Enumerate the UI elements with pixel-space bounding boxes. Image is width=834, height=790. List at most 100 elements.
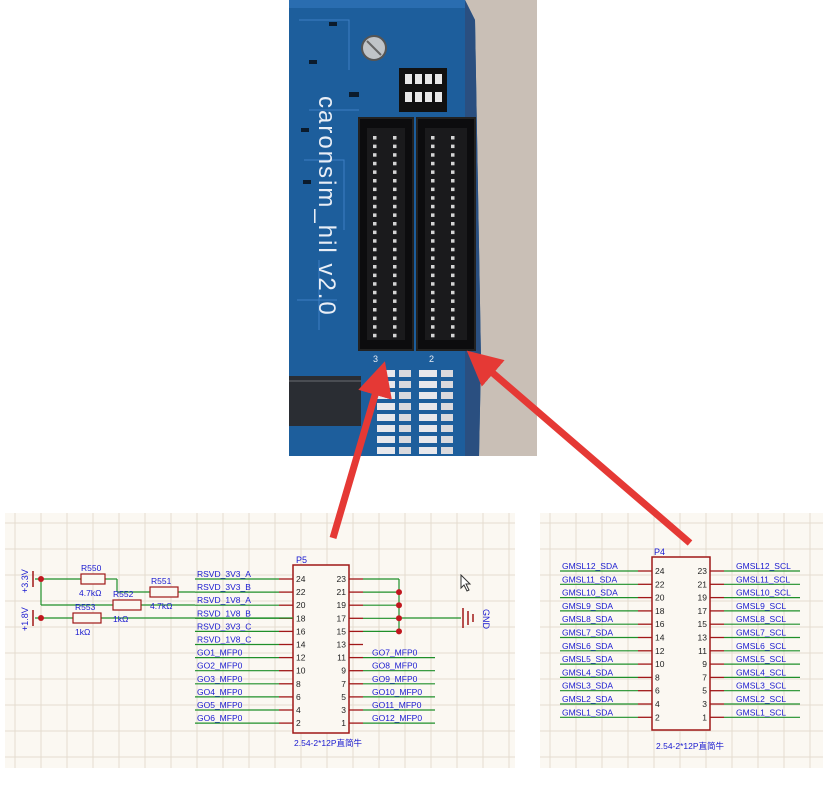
net-label-left: GMSL6_SDA — [562, 641, 613, 651]
header-pin — [373, 204, 377, 209]
header-pin — [393, 230, 397, 235]
header-pin — [373, 247, 377, 252]
header-pin — [373, 179, 377, 183]
pin-number-right: 3 — [341, 705, 346, 715]
header-pin — [373, 230, 377, 235]
r551-value: 4.7kΩ — [150, 601, 172, 611]
header-pin — [451, 239, 455, 243]
pcb-photo: caronsim_hil v2.0 3 2 — [289, 0, 537, 456]
p4-connector-body — [651, 556, 711, 731]
resistor-r553 — [72, 612, 102, 624]
smd-resistor — [441, 392, 453, 399]
header-pin — [373, 170, 377, 174]
net-label-left: GMSL10_SDA — [562, 588, 618, 598]
header-pin — [451, 256, 455, 260]
smd-resistor — [399, 414, 411, 421]
net-label-left: RSVD_1V8_A — [197, 595, 251, 605]
smd-led — [377, 370, 395, 377]
net-label-left: GMSL9_SDA — [562, 601, 613, 611]
connector-label-2: 2 — [429, 354, 434, 364]
header-pin — [431, 144, 435, 149]
header-pin — [451, 247, 455, 252]
pin-number-right: 9 — [702, 659, 707, 669]
header-pin — [431, 325, 435, 329]
gnd-symbol — [462, 608, 474, 628]
r552-value: 1kΩ — [113, 614, 128, 624]
header-pin — [373, 325, 377, 329]
header-pin — [431, 196, 435, 200]
header-pin — [451, 265, 455, 269]
pin-number-right: 23 — [698, 566, 708, 576]
header-pin — [393, 282, 397, 286]
ic-chip — [289, 376, 361, 426]
header-pin — [373, 299, 377, 303]
pin-number-right: 19 — [698, 593, 708, 603]
header-pin — [451, 204, 455, 209]
junction-dot — [396, 615, 402, 622]
net-label-right: GO7_MFP0 — [372, 648, 418, 658]
smd-resistor — [399, 370, 411, 377]
header-pin — [393, 256, 397, 260]
pin-number-right: 3 — [702, 699, 707, 709]
pin-number-right: 21 — [337, 587, 347, 597]
p4-ref: P4 — [654, 547, 665, 557]
smd-resistor — [399, 447, 411, 454]
header-pin — [393, 325, 397, 329]
header-pin — [451, 161, 455, 166]
net-label-left: GO3_MFP0 — [197, 674, 243, 684]
net-label-left: GMSL4_SDA — [562, 667, 613, 677]
desk-surface — [465, 0, 537, 456]
header-pin — [393, 299, 397, 303]
resistor-r550 — [80, 573, 106, 585]
pin-number-right: 11 — [698, 646, 707, 656]
net-label-left: GO4_MFP0 — [197, 687, 243, 697]
header-pin — [451, 308, 455, 312]
smd-resistor — [399, 436, 411, 443]
pin-number-left: 20 — [296, 600, 306, 610]
pin-number-left: 14 — [655, 633, 665, 643]
header-pin — [431, 273, 435, 278]
net-label-right: GMSL6_SCL — [736, 641, 786, 651]
net-label-right: GMSL8_SCL — [736, 614, 786, 624]
pin-number-right: 5 — [702, 686, 707, 696]
pin-number-left: 10 — [655, 659, 665, 669]
header-pin — [451, 290, 455, 295]
pin-number-left: 4 — [655, 699, 660, 709]
smd-led — [419, 414, 437, 421]
smd-resistor — [441, 425, 453, 432]
pin-number-left: 16 — [296, 626, 306, 636]
pin-number-left: 8 — [655, 672, 660, 682]
gnd-label: GND — [481, 609, 491, 630]
header-pin — [451, 333, 455, 338]
net-label-left: RSVD_3V3_B — [197, 582, 251, 592]
p5-connector-body — [292, 564, 350, 734]
header-pin — [451, 153, 455, 157]
header-pin — [373, 273, 377, 278]
header-pin — [451, 136, 455, 140]
header-pin — [373, 333, 377, 338]
smd-resistor — [441, 381, 453, 388]
pcb-photo-drawing: caronsim_hil v2.0 3 2 — [289, 0, 537, 456]
pin-number-left: 2 — [296, 718, 301, 728]
smd-resistor — [399, 392, 411, 399]
header-pin — [431, 333, 435, 338]
header-pin — [431, 256, 435, 260]
net-label-left: RSVD_1V8_C — [197, 635, 251, 645]
net-label-right: GO9_MFP0 — [372, 674, 418, 684]
header-pin — [373, 213, 377, 217]
header-pin — [451, 196, 455, 200]
pin-number-left: 20 — [655, 593, 665, 603]
smd-led — [419, 370, 437, 377]
header-pin — [431, 230, 435, 235]
net-label-right: GMSL11_SCL — [736, 574, 790, 584]
net-label-left: RSVD_1V8_B — [197, 608, 251, 618]
pin-number-right: 7 — [341, 679, 346, 689]
pin-number-right: 23 — [337, 574, 347, 584]
r553-value: 1kΩ — [75, 627, 90, 637]
smd-resistor — [441, 403, 453, 410]
header-pin — [393, 144, 397, 149]
pin-number-left: 22 — [296, 587, 306, 597]
pin-number-right: 5 — [341, 692, 346, 702]
